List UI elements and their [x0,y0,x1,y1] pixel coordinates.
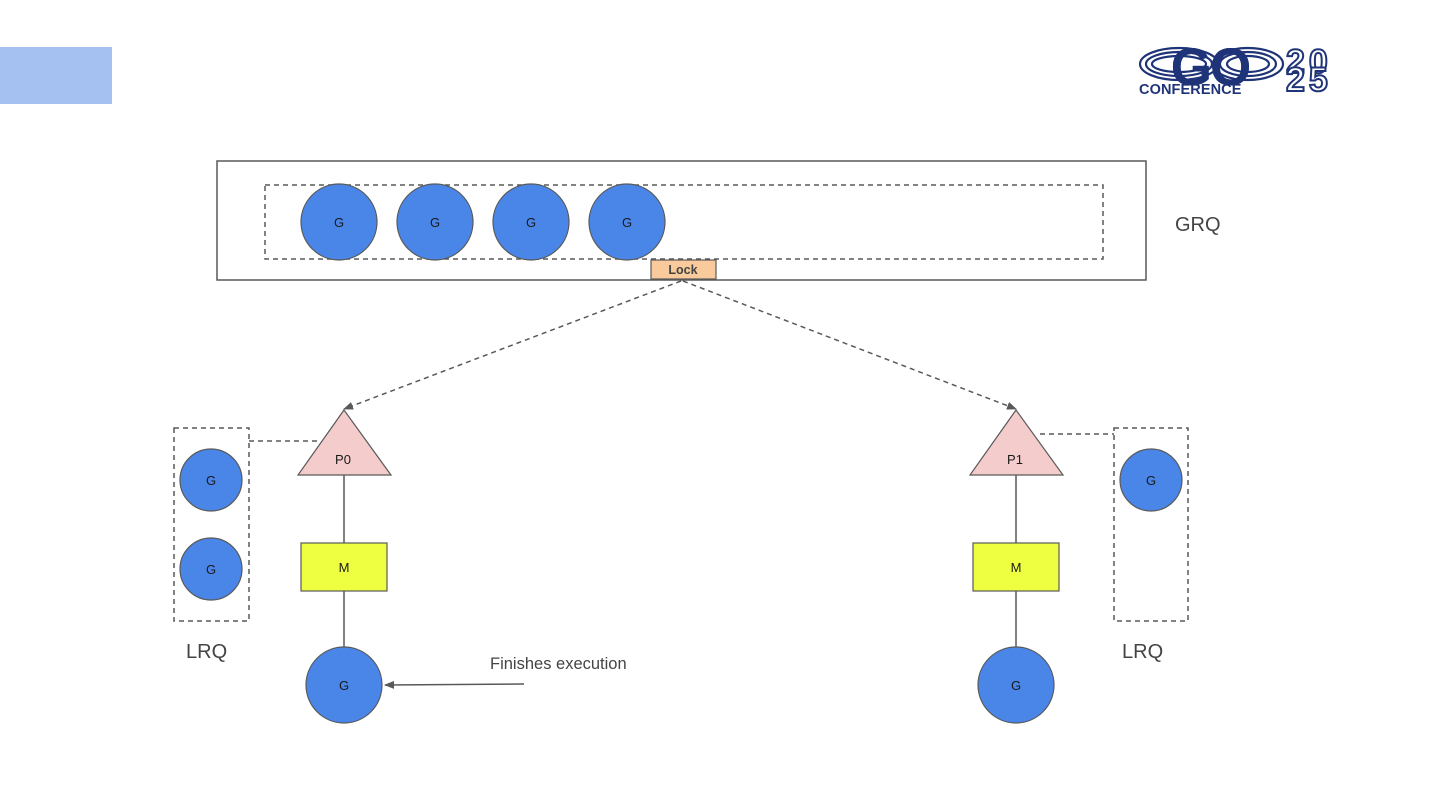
grq-label: GRQ [1175,214,1221,236]
grq-lock: Lock [650,259,717,280]
processor-p1: P1 [968,408,1065,476]
logo-subtitle: CONFERENCE [1139,82,1242,98]
finishes-execution-arrow [384,680,525,689]
machine-m0: M [300,542,388,592]
processor-p0: P0 [296,408,393,476]
logo-year-bottom: 25 [1285,61,1332,99]
goroutine-label: G [1011,678,1021,693]
finishes-execution-label: Finishes execution [490,655,627,673]
lrq-goroutine: G [179,537,243,601]
logo-rings-icon [1138,46,1285,82]
goroutine-label: G [622,215,632,230]
goroutine-label: G [206,473,216,488]
lrq-goroutine: G [1119,448,1183,512]
lock-label: Lock [668,263,697,277]
goroutine-label: G [339,678,349,693]
goroutine-label: G [334,215,344,230]
machine-m1: M [972,542,1060,592]
goroutine-label: G [1146,473,1156,488]
processor-label: P0 [335,452,351,467]
header-accent-block [0,47,112,104]
grq-goroutine: G [396,183,474,261]
running-goroutine-p1: G [977,646,1055,724]
machine-label: M [339,560,350,575]
grq-goroutine: G [300,183,378,261]
lrq-queue-left [173,427,250,622]
running-goroutine-p0: G [305,646,383,724]
logo-word: GO [1170,38,1251,97]
goroutine-label: G [430,215,440,230]
grq-goroutine: G [588,183,666,261]
lrq-label-left: LRQ [186,641,228,663]
machine-label: M [1011,560,1022,575]
grq-goroutine: G [492,183,570,261]
lrq-goroutine: G [179,448,243,512]
lrq-queue-right [1113,427,1189,622]
lrq-label-right: LRQ [1122,641,1164,663]
goroutine-label: G [526,215,536,230]
logo-year-top: 20 [1285,43,1332,81]
processor-label: P1 [1007,452,1023,467]
grq-queue [264,184,1104,260]
goroutine-label: G [206,562,216,577]
lock-to-p0-arrow [343,280,682,410]
lock-to-p1-arrow [682,280,1017,410]
